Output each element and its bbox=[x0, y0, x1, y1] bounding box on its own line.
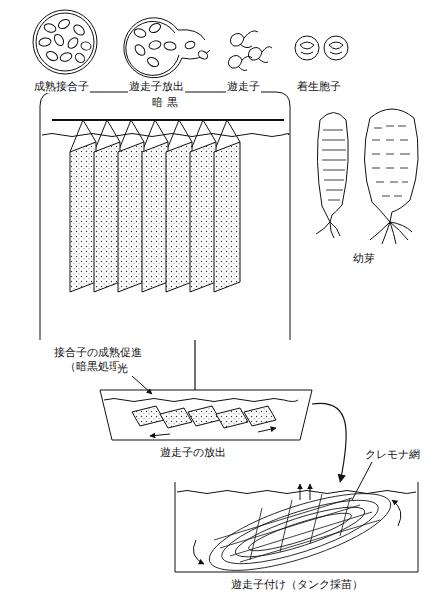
part-label: 遊走子 bbox=[226, 80, 261, 93]
stage-box: 遊走子付け（タンク採苗） bbox=[175, 482, 418, 572]
part-label: クレモナ網 bbox=[364, 448, 421, 461]
region-label: 暗 黒 bbox=[40, 96, 290, 110]
part-label: 着生胞子 bbox=[296, 80, 342, 93]
stage-caption: 遊走子付け（タンク採苗） bbox=[175, 578, 418, 592]
stage-caption: 遊走子の放出 bbox=[160, 446, 260, 460]
part-label: 成熟接合子 bbox=[33, 80, 90, 93]
part-label: 遊走子放出 bbox=[128, 80, 185, 93]
flow-arrow bbox=[312, 403, 346, 482]
stage-box: 暗 黒接合子の成熟促進 （暗黒処理） bbox=[40, 92, 290, 340]
part-label: 光 bbox=[116, 362, 129, 375]
stage-caption: 接合子の成熟促進 （暗黒処理） bbox=[48, 346, 148, 374]
connector-line bbox=[194, 340, 195, 390]
stage-box: 遊走子の放出 bbox=[100, 390, 312, 440]
part-label: 幼芽 bbox=[352, 252, 376, 265]
